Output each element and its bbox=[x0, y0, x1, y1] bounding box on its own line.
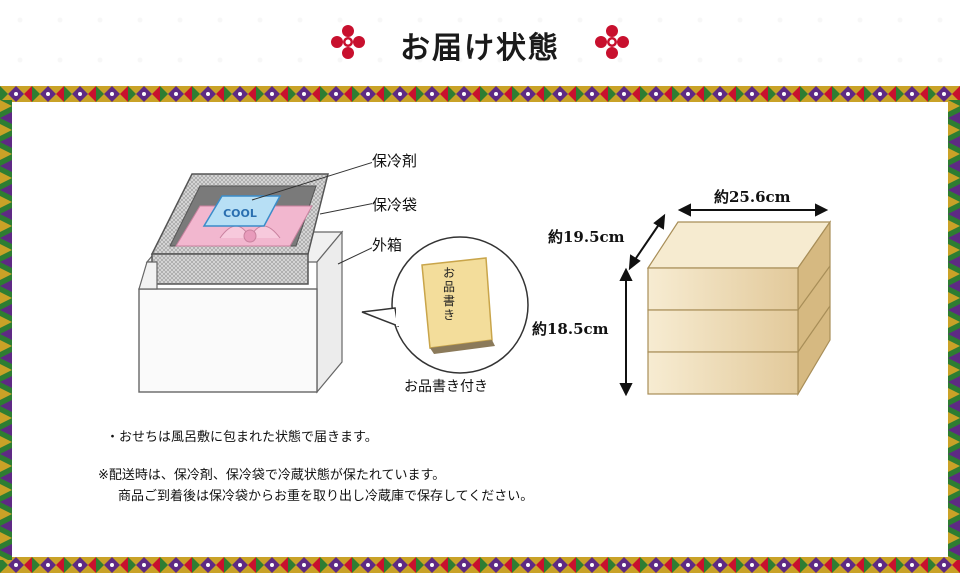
dimension-width: 約25.6cm bbox=[714, 188, 791, 206]
dimension-arrows bbox=[619, 203, 829, 397]
crest-icon-left bbox=[331, 25, 365, 59]
menu-caption: お品書き付き bbox=[404, 379, 488, 395]
content-area: COOL 保冷剤 保冷袋 外箱 お品書き お品書き付き bbox=[12, 102, 948, 557]
frame-bottom-border bbox=[0, 557, 960, 573]
label-outer-box: 外箱 bbox=[372, 236, 403, 254]
header: お届け状態 bbox=[0, 0, 960, 90]
frame-right-border bbox=[948, 100, 960, 560]
frame-top-border bbox=[0, 86, 960, 102]
note-line-1: ・おせちは風呂敷に包まれた状態で届きます。 bbox=[106, 430, 378, 445]
page-title: お届け状態 bbox=[400, 31, 560, 66]
frame-left-border bbox=[0, 100, 12, 560]
packaging-illustration: COOL bbox=[138, 161, 372, 394]
dimension-depth: 約19.5cm bbox=[548, 228, 625, 246]
menu-card-bubble bbox=[361, 236, 529, 374]
dimension-height: 約18.5cm bbox=[532, 320, 609, 338]
note-line-2: ※配送時は、保冷剤、保冷袋で冷蔵状態が保たれています。 bbox=[98, 468, 446, 483]
menu-card-text: お品書き bbox=[442, 266, 455, 322]
cool-label: COOL bbox=[223, 207, 257, 220]
note-line-3: 商品ご到着後は保冷袋からお重を取り出し冷蔵庫で保存してください。 bbox=[118, 489, 534, 504]
jubako-illustration bbox=[646, 220, 832, 397]
label-cooler-bag: 保冷袋 bbox=[372, 196, 418, 214]
label-ice-pack: 保冷剤 bbox=[372, 152, 418, 170]
crest-icon-right bbox=[595, 25, 629, 59]
